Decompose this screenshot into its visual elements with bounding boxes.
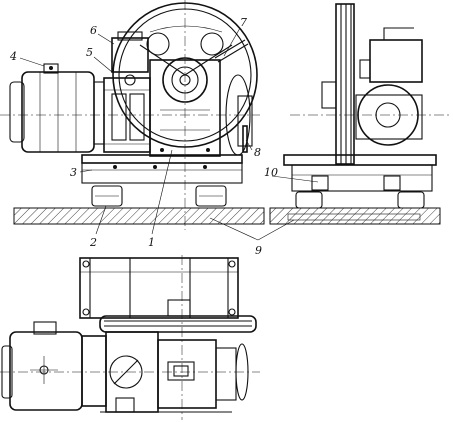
- electric-motor: [9, 63, 105, 153]
- front-elevation: [0, 0, 265, 230]
- plan-view: [0, 255, 260, 420]
- foundation-slab-front: [13, 207, 265, 225]
- brake-magnet: [111, 31, 149, 86]
- callout-1: 1: [148, 236, 155, 249]
- callout-9: 9: [255, 244, 262, 257]
- callout-5: 5: [86, 46, 93, 59]
- callouts: 4 5 6 7 8 3 2 1 10 9: [9, 16, 278, 257]
- shock-absorbers: [91, 185, 227, 207]
- callout-2: 2: [89, 236, 97, 249]
- base-frame: [81, 154, 243, 184]
- callout-3: 3: [70, 166, 77, 179]
- leader-lines: [19, 27, 319, 241]
- callout-6: 6: [90, 24, 97, 37]
- callout-8: 8: [254, 146, 261, 159]
- side-elevation: [269, 3, 450, 225]
- callout-4: 4: [9, 50, 17, 63]
- callout-10: 10: [264, 166, 278, 179]
- foundation-slab-side: [269, 207, 441, 225]
- callout-7: 7: [240, 16, 247, 29]
